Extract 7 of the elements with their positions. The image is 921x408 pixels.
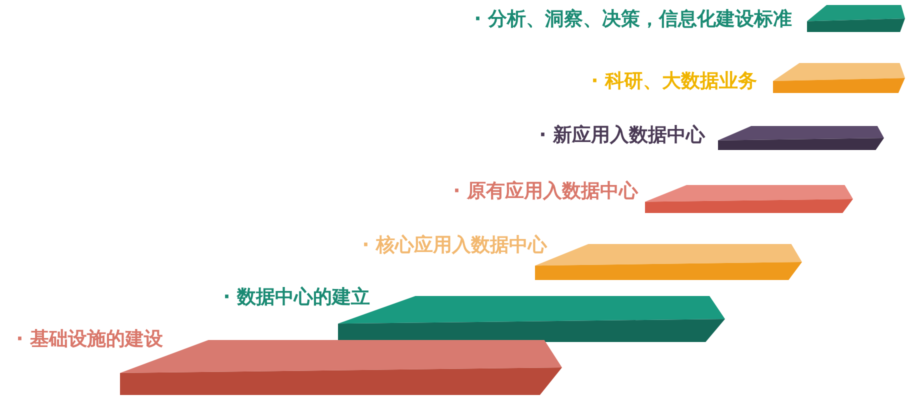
step-label: · 基础设施的建设 [16, 328, 163, 350]
step-label: · 原有应用入数据中心 [453, 180, 638, 202]
step-label: · 数据中心的建立 [223, 286, 370, 308]
step-label: · 科研、大数据业务 [591, 70, 757, 92]
step-label: · 分析、洞察、决策，信息化建设标准 [474, 8, 792, 30]
step-label: · 新应用入数据中心 [539, 124, 705, 146]
step-label: · 核心应用入数据中心 [362, 234, 547, 256]
